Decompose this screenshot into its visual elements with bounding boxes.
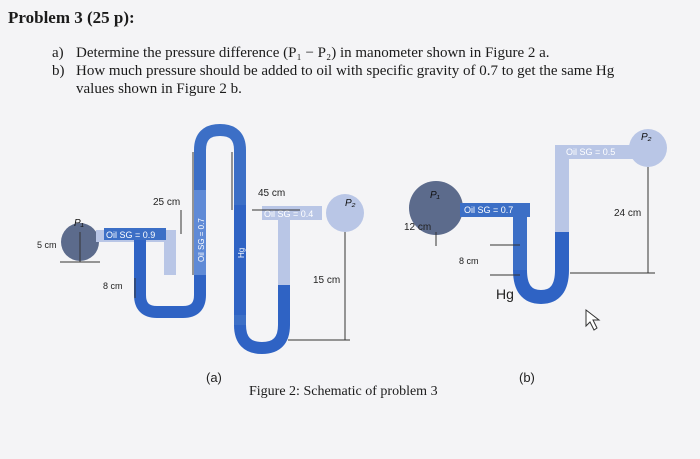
question-a-text: Determine the pressure difference (P₁ − …: [76, 45, 550, 61]
p2-label-b: P₂: [641, 132, 652, 143]
question-b-label: b): [52, 63, 65, 79]
hg-label-b: Hg: [496, 286, 514, 302]
tube-hg-u-b: [513, 232, 569, 305]
dim-24cm: 24 cm: [614, 208, 641, 219]
oil09-label: Oil SG = 0.9: [106, 230, 155, 240]
hg-column-a: [234, 205, 246, 315]
oil05-band: [560, 145, 632, 159]
figure-b: P₁ Oil SG = 0.7 Oil SG = 0.5 P₂ 12 cm 8 …: [404, 129, 667, 385]
tube-oil05-b: [555, 145, 640, 232]
dim-45cm: 45 cm: [258, 188, 285, 199]
figure-caption: Figure 2: Schematic of problem 3: [249, 384, 438, 399]
tube-u-bottom-left: [134, 275, 206, 318]
oil04-label: Oil SG = 0.4: [264, 209, 313, 219]
tank-p2-a: [326, 194, 364, 232]
tank-p2-b: [629, 129, 667, 167]
dim-5cm: 5 cm: [37, 240, 57, 250]
figure-a-label: (a): [206, 370, 222, 385]
oil07b-label: Oil SG = 0.7: [464, 205, 513, 215]
oil05b-label: Oil SG = 0.5: [566, 147, 615, 157]
oil09-tag: [104, 228, 166, 240]
dims-b: [435, 167, 655, 276]
problem-title: Problem 3 (25 p):: [8, 8, 135, 27]
figure-a: P₁ P₂ Oil SG = 0.9 Oil SG = 0.7 Hg Oil S…: [37, 123, 364, 385]
oil07-column: [194, 190, 206, 275]
question-b-text-line1: How much pressure should be added to oil…: [76, 63, 615, 79]
dim-25cm: 25 cm: [153, 197, 180, 208]
dim-15cm: 15 cm: [313, 275, 340, 286]
tube-u-bottom-right: [234, 285, 290, 355]
question-b-text-line2: values shown in Figure 2 b.: [76, 81, 242, 97]
tube-oil09: [96, 230, 176, 275]
oil07b-tag: [460, 203, 530, 217]
dim-8cm-b: 8 cm: [459, 256, 479, 266]
p2-label-a: P₂: [345, 198, 356, 209]
hg-label-a: Hg: [237, 248, 246, 258]
dims-a: [60, 152, 350, 341]
tube-oil07-arch: [194, 123, 246, 325]
cursor-icon: [585, 308, 601, 331]
p1-label-a: P₁: [74, 218, 84, 229]
dim-8cm-a: 8 cm: [103, 281, 123, 291]
tank-p1-b: [409, 181, 463, 235]
question-a-label: a): [52, 45, 64, 61]
dim-12cm: 12 cm: [404, 222, 431, 233]
p1-label-b: P₁: [430, 190, 440, 201]
oil07-label: Oil SG = 0.7: [197, 218, 206, 262]
figure-b-label: (b): [519, 370, 535, 385]
